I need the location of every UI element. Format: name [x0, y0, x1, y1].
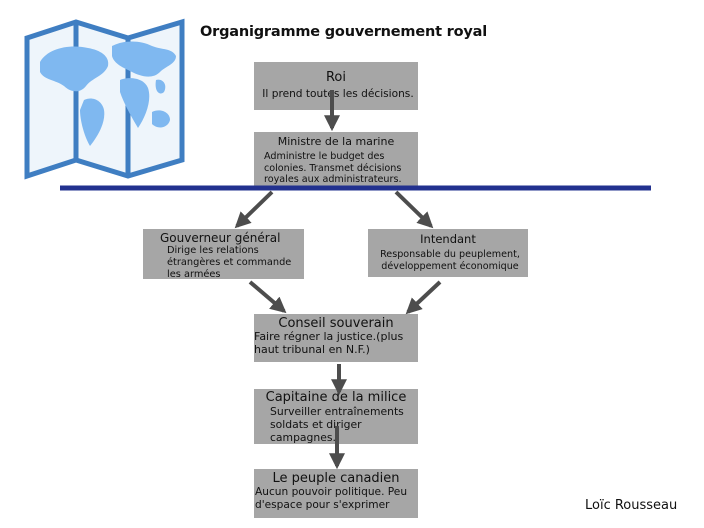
node-intendant-text: Responsable du peuplement, développement…: [380, 249, 520, 272]
arrow-intendant-conseil: [405, 280, 442, 315]
node-capitaine: Capitaine de la milice Surveiller entraî…: [254, 389, 418, 444]
node-ministre-text: Administre le budget des colonies. Trans…: [264, 151, 402, 186]
node-ministre: Ministre de la marine Administre le budg…: [254, 132, 418, 187]
node-gouverneur-heading: Gouverneur général: [160, 231, 281, 245]
node-peuple-heading: Le peuple canadien: [272, 471, 400, 486]
node-roi: Roi Il prend toutes les décisions.: [254, 62, 418, 110]
node-gouverneur-text: Dirige les relations étrangères et comma…: [167, 245, 292, 280]
node-intendant: Intendant Responsable du peuplement, dév…: [368, 229, 528, 277]
arrow-gouverneur-conseil: [248, 280, 287, 314]
node-conseil: Conseil souverain Faire régner la justic…: [254, 314, 418, 362]
node-peuple: Le peuple canadien Aucun pouvoir politiq…: [254, 469, 418, 518]
arrow-ministre-gouverneur: [234, 190, 274, 229]
arrow-ministre-intendant: [394, 190, 434, 229]
node-ministre-heading: Ministre de la marine: [277, 135, 395, 148]
author-name: Loïc Rousseau: [585, 498, 678, 513]
node-conseil-text: Faire régner la justice.(plus haut tribu…: [254, 330, 404, 357]
node-capitaine-heading: Capitaine de la milice: [265, 390, 407, 405]
page-title: Organigramme gouvernement royal: [200, 24, 487, 40]
node-intendant-heading: Intendant: [420, 232, 476, 246]
node-roi-heading: Roi: [325, 70, 346, 85]
node-gouverneur: Gouverneur général Dirige les relations …: [143, 229, 304, 280]
node-roi-text: Il prend toutes les décisions.: [262, 88, 414, 100]
node-conseil-heading: Conseil souverain: [278, 316, 394, 331]
node-peuple-text: Aucun pouvoir politique. Peu d'espace po…: [255, 486, 408, 511]
